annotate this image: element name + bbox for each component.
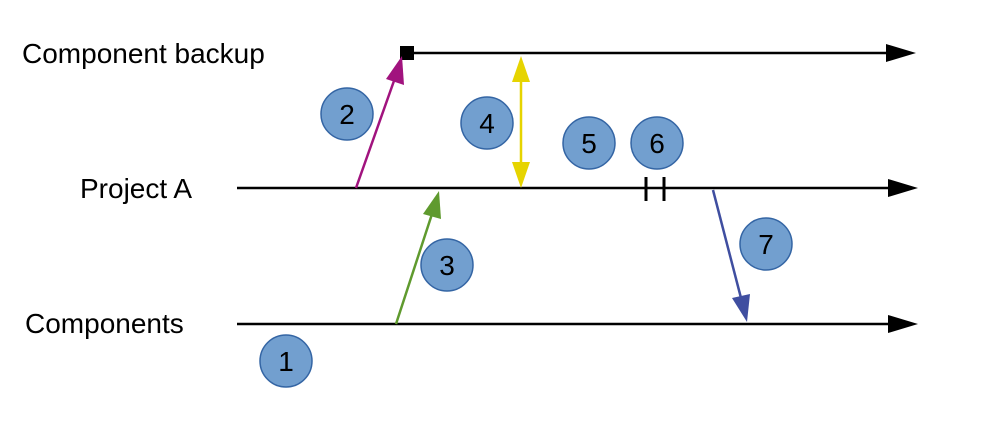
badge-5: 5: [562, 116, 616, 170]
badge-6-label: 6: [649, 128, 665, 159]
badge-3-label: 3: [439, 250, 455, 281]
components-timeline: [237, 315, 918, 333]
badge-6: 6: [630, 116, 684, 170]
lane-label-component-backup: Component backup: [22, 38, 265, 69]
backup-start-marker: [400, 46, 414, 60]
project-a-timeline: [237, 177, 918, 201]
double-arrow-sync: [512, 56, 530, 188]
arrow-project-to-components: [711, 189, 750, 322]
badge-5-label: 5: [581, 128, 597, 159]
badge-2-label: 2: [339, 99, 355, 130]
component-backup-timeline: [400, 44, 916, 62]
lane-label-components: Components: [25, 308, 184, 339]
badge-7-label: 7: [758, 229, 774, 260]
badge-1-label: 1: [278, 346, 294, 377]
arrow-components-to-project: [394, 191, 441, 325]
badge-7: 7: [739, 217, 793, 271]
badge-3: 3: [420, 238, 474, 292]
badge-4: 4: [460, 96, 514, 150]
lane-label-project-a: Project A: [80, 173, 192, 204]
badge-4-label: 4: [479, 108, 495, 139]
badge-1: 1: [259, 334, 313, 388]
arrow-project-to-backup: [354, 56, 404, 189]
badge-2: 2: [320, 87, 374, 141]
